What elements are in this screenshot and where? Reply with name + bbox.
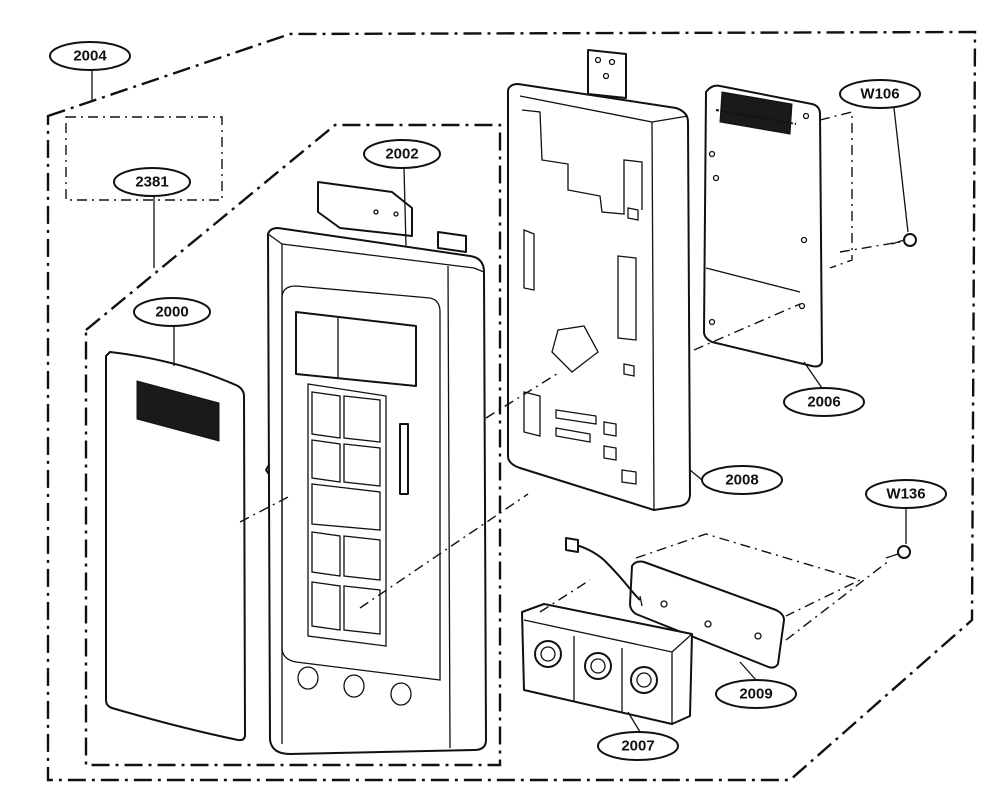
callout-2000: 2000 [133,297,211,327]
callout-2000-label: 2000 [155,304,188,321]
callout-w106-label: W106 [860,86,899,103]
callout-2008: 2008 [701,465,783,495]
knob-holder-2007 [521,603,693,725]
callout-2004: 2004 [49,41,131,71]
callout-2002-label: 2002 [385,146,418,163]
callout-2006: 2006 [783,387,865,417]
leader-lines [91,70,909,733]
callout-2007-label: 2007 [621,738,654,755]
callout-2002: 2002 [363,139,441,169]
screw-w106 [891,233,917,247]
knob-pcb-2009 [565,533,862,669]
callout-2381: 2381 [113,167,191,197]
assembly-guide-lines [239,241,901,641]
callout-w136-label: W136 [886,486,925,503]
membrane-sheet-2000 [105,351,246,742]
front-panel-2002 [267,181,487,755]
callout-2009: 2009 [715,679,797,709]
main-pcb-2006 [703,84,853,368]
callout-2381-label: 2381 [135,174,168,191]
callout-w106: W106 [839,79,921,109]
front-assembly-boundary [84,123,502,767]
callout-2009-label: 2009 [739,686,772,703]
callout-2006-label: 2006 [807,394,840,411]
callout-2007: 2007 [597,731,679,761]
pcb-bracket-2008 [507,49,691,511]
callout-w136: W136 [865,479,947,509]
screw-w136 [885,545,911,559]
box-2381 [65,116,223,268]
assembly-boundary-2004 [46,30,977,782]
callout-2008-label: 2008 [725,472,758,489]
callout-2004-label: 2004 [73,48,107,65]
